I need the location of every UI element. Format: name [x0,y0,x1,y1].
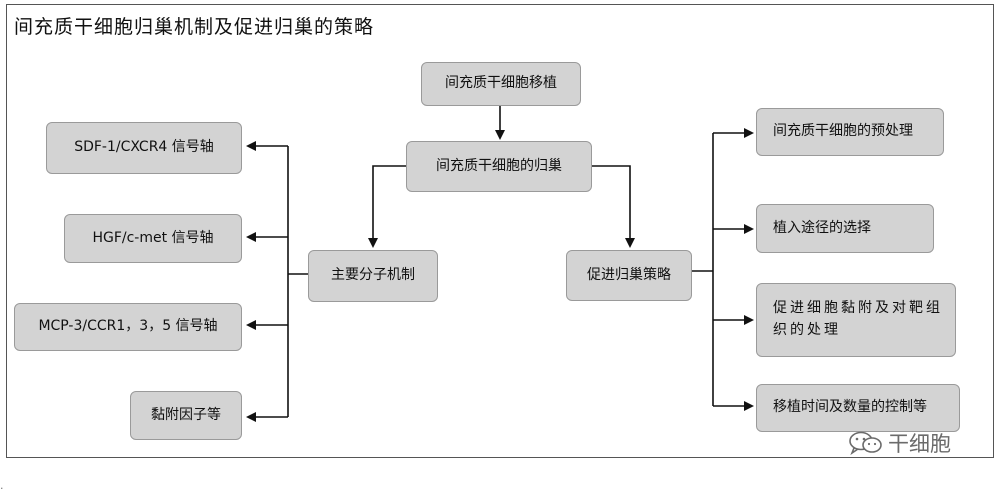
node-route: 植入途径的选择 [756,204,934,253]
arrow-homing-to-strategy [592,165,635,248]
corner-mark: · [0,482,4,495]
node-timing: 移植时间及数量的控制等 [756,384,960,432]
node-target: 促进细胞黏附及对靶组织的处理 [756,283,956,357]
node-homing: 间充质干细胞的归巢 [406,141,592,192]
node-mcp: MCP-3/CCR1，3，5 信号轴 [14,303,242,351]
node-adhesion: 黏附因子等 [130,391,242,440]
arrow-homing-to-mechanism [368,165,408,248]
wechat-icon [849,431,882,456]
node-strategy: 促进归巢策略 [566,250,692,301]
node-transplant: 间充质干细胞移植 [421,62,581,106]
diagram-title: 间充质干细胞归巢机制及促进归巢的策略 [14,16,375,38]
diagram-frame [6,4,994,458]
watermark-text: 干细胞 [888,432,951,456]
node-pretreat: 间充质干细胞的预处理 [756,108,944,156]
node-sdf: SDF-1/CXCR4 信号轴 [46,122,242,174]
watermark: 干细胞 [848,428,951,458]
node-hgf: HGF/c-met 信号轴 [64,214,242,263]
node-mechanism: 主要分子机制 [308,250,438,302]
